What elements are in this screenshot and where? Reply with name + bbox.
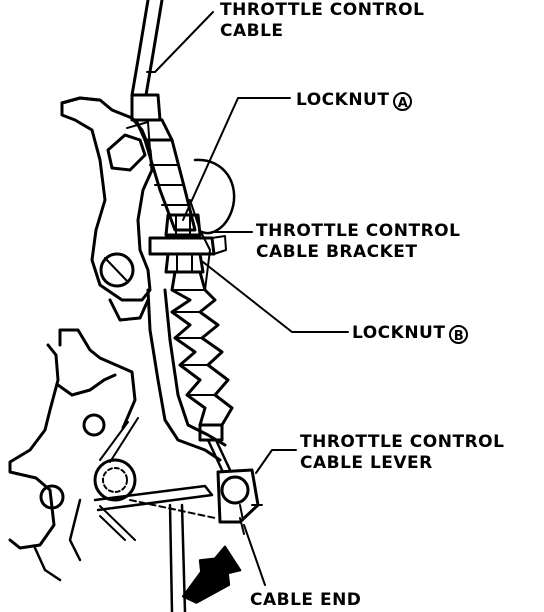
label-cable-bracket-line1: THROTTLE CONTROL — [256, 221, 461, 241]
cable-bracket-flange — [148, 235, 227, 256]
throttle-body-casting — [8, 328, 137, 582]
label-locknut-b-text: LOCKNUT — [352, 323, 446, 343]
label-cable-lever-line2: CABLE LEVER — [300, 453, 433, 473]
label-locknut-a-text: LOCKNUT — [296, 90, 390, 110]
cable-end-ball — [220, 475, 250, 505]
label-cable-lever-line1: THROTTLE CONTROL — [300, 432, 505, 452]
label-cable-lever: THROTTLE CONTROL CABLE LEVER — [300, 432, 504, 474]
label-throttle-control-cable: THROTTLE CONTROL CABLE — [220, 0, 424, 42]
label-cable-bracket: THROTTLE CONTROL CABLE BRACKET — [256, 221, 460, 263]
leader-lines — [146, 11, 349, 586]
label-locknut-b-mark: B — [449, 325, 469, 344]
label-locknut-a-mark: A — [393, 92, 413, 111]
label-cable-bracket-line2: CABLE BRACKET — [256, 242, 418, 262]
throttle-cable-lever — [216, 468, 263, 535]
pull-direction-arrow — [181, 545, 242, 604]
label-throttle-control-cable-line1: THROTTLE CONTROL — [220, 0, 425, 20]
cable-boot — [170, 270, 234, 442]
label-throttle-control-cable-line2: CABLE — [220, 21, 284, 41]
locknut-a — [164, 213, 202, 237]
upper-bracket-casting — [60, 96, 154, 322]
throttle-shaft — [93, 417, 216, 541]
inner-cable — [206, 438, 232, 472]
label-cable-end: CABLE END — [250, 590, 362, 610]
locknut-b — [164, 252, 205, 274]
bracket-plate — [193, 158, 236, 235]
throttle-control-cable — [130, 0, 197, 232]
